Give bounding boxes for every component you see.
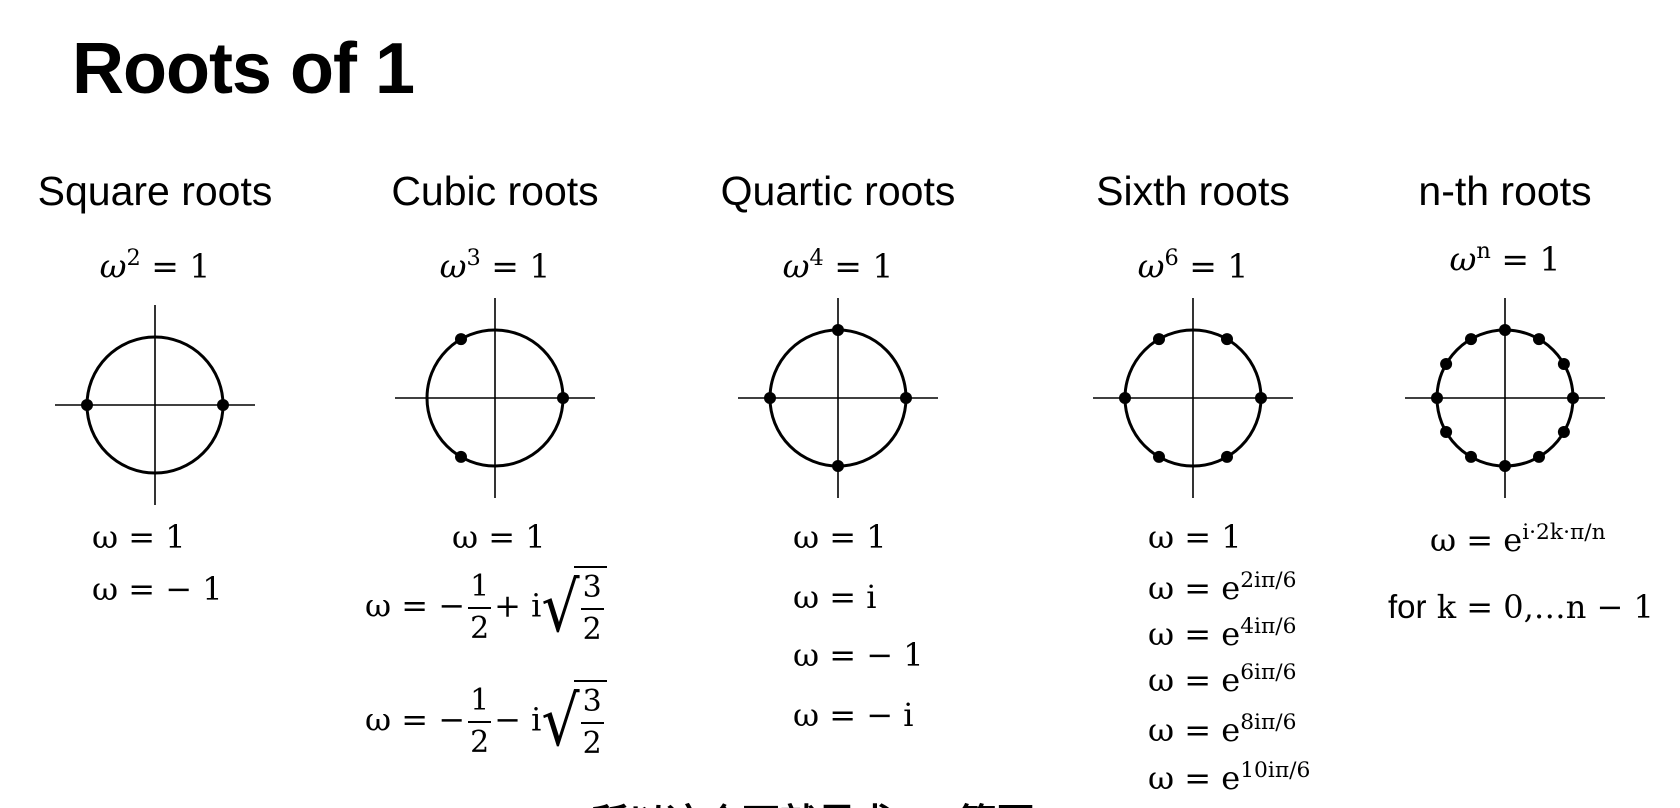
- unit-circle-diagram: [738, 298, 938, 498]
- root-point: [1499, 460, 1511, 472]
- root-point: [455, 450, 467, 463]
- exp-root: ω = e4iπ/6: [1148, 614, 1297, 653]
- defining-equation: ω6 = 1: [1137, 245, 1249, 286]
- column-sixth-roots: Sixth roots ω6 = 1 ω = 1 ω = e2iπ/6 ω = …: [1038, 0, 1348, 808]
- root-point: [832, 460, 844, 472]
- range-expression: k = 0,…n − 1: [1436, 588, 1654, 626]
- root-point: [1221, 333, 1233, 346]
- root-point: [1255, 392, 1267, 404]
- root-value: ω = − 1: [793, 636, 924, 674]
- defining-equation: ω3 = 1: [439, 245, 551, 286]
- root-value: ω = 1: [92, 518, 186, 556]
- video-caption: 所以这个不就是求 … 算哥: [590, 792, 1034, 808]
- exp-root: ω = e2iπ/6: [1148, 568, 1297, 607]
- root-value: ω = i: [793, 578, 877, 616]
- unit-circle-diagram: [1093, 298, 1293, 498]
- root-value: ω = 1: [1148, 518, 1242, 556]
- root-point: [217, 399, 229, 411]
- page-title: Roots of 1: [72, 29, 415, 109]
- root-point: [1465, 450, 1477, 463]
- exp-root: ω = e8iπ/6: [1148, 710, 1297, 749]
- root-value: ω = 1: [793, 518, 887, 556]
- root-point: [557, 392, 569, 404]
- column-quartic-roots: Quartic roots ω4 = 1 ω = 1 ω = i ω = − 1…: [683, 0, 993, 808]
- root-point: [1221, 450, 1233, 463]
- column-square-roots: Square roots ω2 = 1 ω = 1 ω = − 1: [0, 0, 310, 808]
- unit-circle-diagram: [1405, 298, 1605, 498]
- root-point: [1440, 426, 1453, 438]
- column-heading: Sixth roots: [1096, 168, 1290, 214]
- root-point: [1465, 333, 1477, 346]
- index-range: for k = 0,…n − 1: [1388, 588, 1654, 626]
- root-point: [832, 324, 844, 336]
- defining-equation: ω4 = 1: [782, 245, 894, 286]
- root-point: [1431, 392, 1443, 404]
- defining-equation: ω2 = 1: [99, 245, 211, 286]
- root-point: [1533, 450, 1545, 463]
- exp-root: ω = e10iπ/6: [1148, 758, 1311, 797]
- root-point: [1153, 333, 1165, 346]
- column-heading: n-th roots: [1418, 168, 1592, 214]
- root-point: [1567, 392, 1579, 404]
- exp-root: ω = e6iπ/6: [1148, 660, 1297, 699]
- root-point: [81, 399, 93, 411]
- root-point: [1557, 426, 1570, 438]
- root-point: [1119, 392, 1131, 404]
- root-point: [1557, 358, 1570, 370]
- general-formula: ω = ei·2k·π/n: [1430, 520, 1606, 559]
- column-nth-roots: n-th roots ωn = 1 ω = ei·2k·π/n for k = …: [1350, 0, 1660, 808]
- unit-circle-diagram: [55, 305, 255, 505]
- root-value: ω = − 1: [92, 570, 223, 608]
- root-value: ω = 1: [452, 518, 546, 556]
- root-point: [1533, 333, 1545, 346]
- column-heading: Quartic roots: [720, 168, 956, 214]
- root-point: [1499, 324, 1511, 336]
- root-point: [455, 333, 467, 346]
- defining-equation: ωn = 1: [1449, 238, 1561, 279]
- range-prefix: for: [1388, 588, 1427, 625]
- root-point: [1440, 358, 1453, 370]
- root-value: ω = − i: [793, 696, 914, 734]
- root-point: [1153, 450, 1165, 463]
- column-heading: Square roots: [37, 168, 273, 214]
- column-heading: Cubic roots: [391, 168, 599, 214]
- root-point: [764, 392, 776, 404]
- unit-circle-diagram: [395, 298, 595, 498]
- root-point: [900, 392, 912, 404]
